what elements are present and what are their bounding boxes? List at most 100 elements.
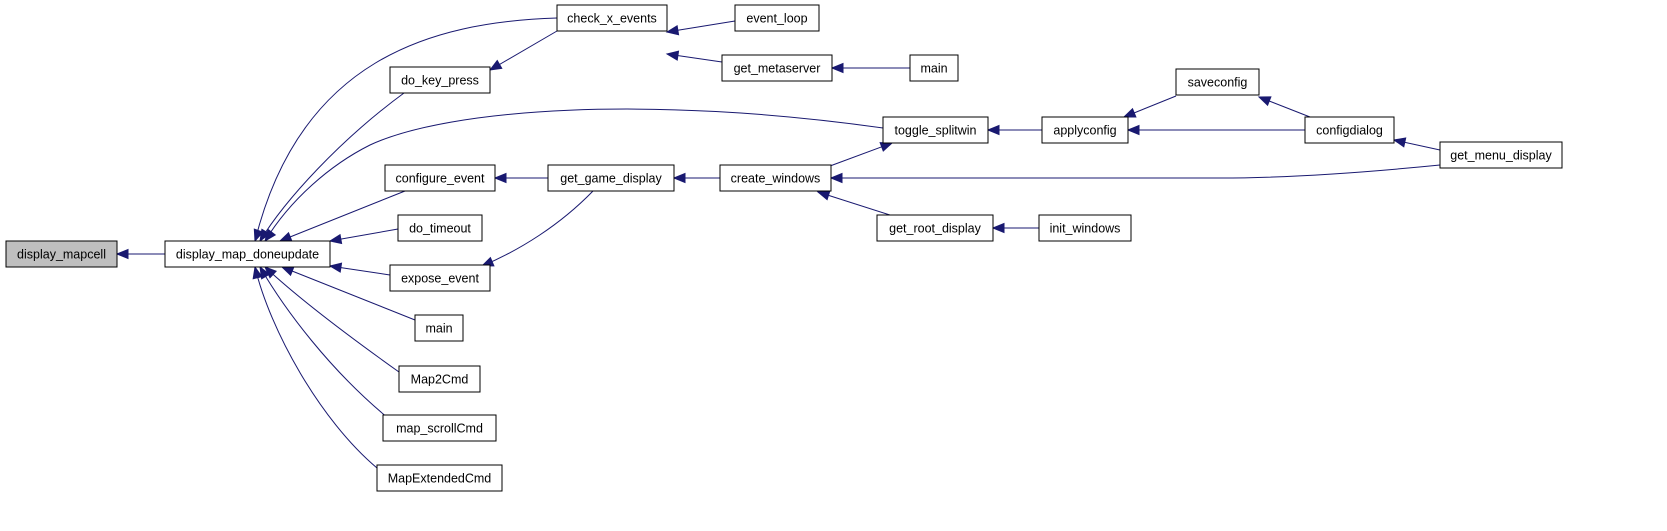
node-MapExtendedCmd[interactable]: MapExtendedCmd <box>376 464 503 492</box>
arrowhead <box>879 142 894 152</box>
edge-create_windows-to-toggle_splitwin <box>829 142 894 167</box>
edge-applyconfig-to-toggle_splitwin <box>986 124 1042 136</box>
node-label: map_scrollCmd <box>396 422 483 436</box>
node-get_game_display[interactable]: get_game_display <box>547 164 675 192</box>
arrowhead <box>665 24 680 36</box>
edge-line <box>264 108 884 242</box>
node-box <box>1038 214 1132 242</box>
node-label: main <box>425 322 452 336</box>
edge-saveconfig-to-applyconfig <box>1122 95 1177 118</box>
arrowhead <box>259 228 271 243</box>
node-get_root_display[interactable]: get_root_display <box>876 214 994 242</box>
node-box <box>1439 141 1563 169</box>
node-label: do_key_press <box>401 74 479 88</box>
edge-expose_event-to-display_map_doneupdate <box>328 262 391 276</box>
node-applyconfig[interactable]: applyconfig <box>1041 116 1129 144</box>
arrowhead <box>493 172 507 184</box>
edge-get_root_display-to-create_windows <box>816 190 891 216</box>
edge-line <box>817 191 891 216</box>
node-box <box>1304 116 1395 144</box>
edge-get_menu_display-to-configdialog <box>1392 137 1441 151</box>
node-box <box>398 365 481 393</box>
node-display_mapcell[interactable]: display_mapcell <box>5 240 118 268</box>
node-box <box>382 414 497 442</box>
arrowhead <box>1392 137 1407 148</box>
node-label: check_x_events <box>567 12 657 26</box>
node-expose_event[interactable]: expose_event <box>389 264 491 292</box>
node-label: init_windows <box>1050 222 1121 236</box>
node-Map2Cmd[interactable]: Map2Cmd <box>398 365 481 393</box>
node-toggle_splitwin[interactable]: toggle_splitwin <box>882 116 989 144</box>
node-box <box>389 264 491 292</box>
edge-line <box>254 266 378 469</box>
edge-Map2Cmd-to-display_map_doneupdate <box>264 266 400 373</box>
arrowhead <box>278 231 293 242</box>
node-saveconfig[interactable]: saveconfig <box>1175 68 1260 96</box>
node-box <box>1175 68 1260 96</box>
edges-layer <box>115 17 1441 469</box>
edge-get_metaserver-to-check_x_events <box>665 50 723 63</box>
arrowhead <box>115 248 129 260</box>
edge-line <box>254 17 558 242</box>
arrowhead <box>488 59 503 71</box>
edge-do_timeout-to-display_map_doneupdate <box>328 228 399 245</box>
edge-get_game_display-to-expose_event <box>480 190 594 267</box>
arrowhead <box>672 172 686 184</box>
edge-do_key_press-to-display_map_doneupdate <box>259 92 405 243</box>
node-label: applyconfig <box>1053 124 1116 138</box>
arrowhead <box>665 50 680 61</box>
node-do_timeout[interactable]: do_timeout <box>397 214 483 242</box>
node-configure_event[interactable]: configure_event <box>384 164 496 192</box>
edge-line <box>259 266 389 419</box>
edge-create_windows-to-get_game_display <box>672 172 720 184</box>
node-box <box>721 54 833 82</box>
node-box <box>719 164 832 192</box>
node-get_menu_display[interactable]: get_menu_display <box>1439 141 1563 169</box>
arrowhead <box>991 222 1005 234</box>
node-check_x_events[interactable]: check_x_events <box>556 4 668 32</box>
node-box <box>876 214 994 242</box>
edge-event_loop-to-check_x_events <box>665 20 736 36</box>
node-do_key_press[interactable]: do_key_press <box>389 66 491 94</box>
edge-line <box>329 228 399 242</box>
edge-line <box>481 190 594 267</box>
edge-get_game_display-to-configure_event <box>493 172 548 184</box>
node-get_metaserver[interactable]: get_metaserver <box>721 54 833 82</box>
edge-configdialog-to-applyconfig <box>1126 124 1305 136</box>
node-label: Map2Cmd <box>411 373 469 387</box>
node-init_windows[interactable]: init_windows <box>1038 214 1132 242</box>
arrowhead <box>1257 96 1272 107</box>
arrowhead <box>829 172 843 184</box>
node-event_loop[interactable]: event_loop <box>734 4 820 32</box>
node-label: display_mapcell <box>17 248 106 262</box>
node-display_map_doneupdate[interactable]: display_map_doneupdate <box>164 240 331 268</box>
nodes-layer: display_mapcell display_map_doneupdate che… <box>5 4 1563 492</box>
node-box <box>734 4 820 32</box>
node-label: create_windows <box>731 172 821 186</box>
node-label: expose_event <box>401 272 479 286</box>
node-box <box>414 314 464 342</box>
edge-display_map_doneupdate-to-display_mapcell <box>115 248 165 260</box>
edge-line <box>279 190 406 242</box>
node-label: main <box>920 62 947 76</box>
node-label: saveconfig <box>1188 76 1248 90</box>
node-main_top[interactable]: main <box>909 54 959 82</box>
edge-line <box>264 266 400 373</box>
arrowhead <box>328 233 343 245</box>
node-label: configure_event <box>396 172 485 186</box>
arrowhead <box>280 266 295 277</box>
edge-toggle_splitwin-to-display_map_doneupdate <box>264 108 884 243</box>
edge-do_key_press-to-check_x_events <box>488 30 558 71</box>
node-label: get_metaserver <box>734 62 821 76</box>
node-label: toggle_splitwin <box>895 124 977 138</box>
node-configdialog[interactable]: configdialog <box>1304 116 1395 144</box>
edge-line <box>831 164 1441 179</box>
arrowhead <box>816 190 831 201</box>
edge-main_top-to-get_metaserver <box>830 62 910 74</box>
node-map_scrollCmd[interactable]: map_scrollCmd <box>382 414 497 442</box>
node-create_windows[interactable]: create_windows <box>719 164 832 192</box>
node-main_mid[interactable]: main <box>414 314 464 342</box>
arrowhead <box>986 124 1000 136</box>
arrowhead <box>252 265 263 280</box>
